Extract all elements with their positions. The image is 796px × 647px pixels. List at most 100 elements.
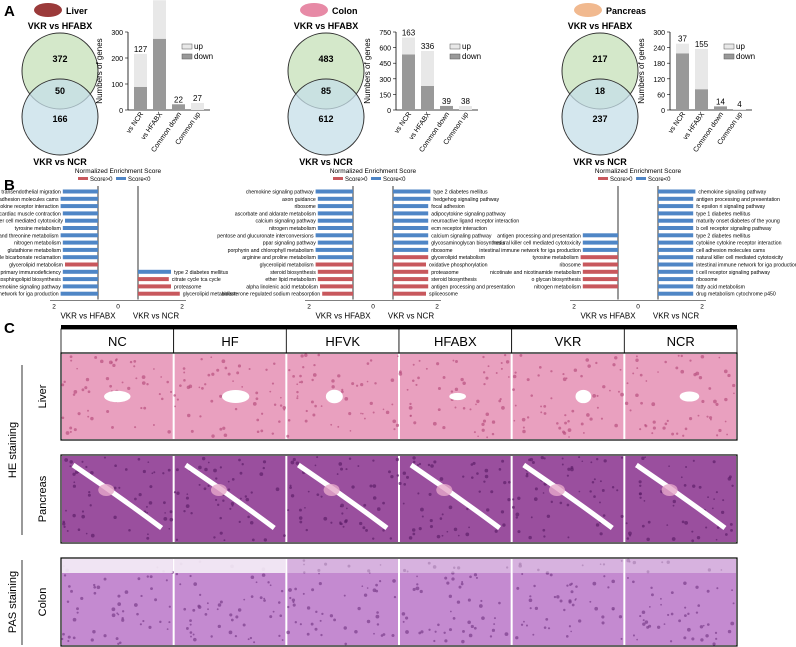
venn-label-top: VKR vs HFABX bbox=[28, 21, 93, 31]
nucleus bbox=[169, 517, 174, 522]
nucleus bbox=[695, 611, 699, 614]
nucleus bbox=[485, 376, 489, 380]
nes-pathway-left: cardiac muscle contraction bbox=[0, 211, 61, 217]
nucleus bbox=[105, 376, 110, 381]
nucleus bbox=[453, 527, 458, 532]
nucleus bbox=[675, 366, 679, 370]
nucleus bbox=[498, 601, 501, 605]
nucleus bbox=[706, 589, 710, 593]
nucleus bbox=[210, 635, 213, 638]
nucleus bbox=[620, 456, 624, 459]
nucleus bbox=[223, 539, 226, 542]
nucleus bbox=[360, 383, 364, 387]
nucleus bbox=[408, 405, 413, 410]
nucleus bbox=[294, 621, 297, 624]
nucleus bbox=[158, 393, 161, 396]
nucleus bbox=[286, 434, 290, 438]
nucleus bbox=[569, 583, 572, 586]
nucleus bbox=[715, 402, 719, 407]
nucleus bbox=[411, 528, 416, 532]
nes-tick-label: 0 bbox=[371, 304, 375, 311]
nucleus bbox=[168, 621, 171, 624]
nucleus bbox=[372, 484, 377, 488]
nucleus bbox=[333, 618, 337, 622]
nucleus bbox=[711, 507, 714, 510]
nucleus bbox=[472, 461, 476, 465]
nucleus bbox=[680, 354, 683, 358]
nucleus bbox=[564, 414, 567, 417]
nucleus bbox=[675, 432, 679, 435]
nucleus bbox=[619, 368, 622, 371]
nucleus bbox=[503, 480, 507, 485]
bar-up-label: 336 bbox=[421, 42, 435, 51]
histology-row-colon: Colon bbox=[37, 557, 738, 647]
column-header-nc: NC bbox=[108, 334, 127, 349]
nucleus bbox=[124, 468, 128, 471]
nucleus bbox=[306, 632, 310, 636]
nucleus bbox=[501, 459, 505, 463]
nucleus bbox=[567, 428, 572, 432]
nucleus bbox=[338, 462, 343, 466]
nucleus bbox=[239, 497, 242, 500]
nucleus bbox=[146, 536, 150, 540]
nes-bar-right bbox=[658, 255, 694, 260]
nes-pathway-left: ribosome bbox=[559, 263, 580, 269]
nucleus bbox=[201, 456, 206, 461]
nucleus bbox=[402, 502, 405, 505]
histology-top-rule bbox=[61, 325, 737, 329]
nucleus bbox=[94, 355, 98, 359]
nes-pathway-right: type 2 diabetes mellitus bbox=[696, 233, 751, 239]
nucleus bbox=[199, 593, 202, 597]
nucleus bbox=[72, 513, 76, 518]
nucleus bbox=[641, 456, 645, 461]
nucleus bbox=[140, 406, 143, 410]
nucleus bbox=[705, 634, 709, 638]
nucleus bbox=[691, 530, 694, 533]
y-tick-label: 0 bbox=[119, 108, 123, 115]
nucleus bbox=[217, 624, 221, 629]
nucleus bbox=[620, 559, 623, 562]
nucleus bbox=[375, 583, 378, 587]
nes-tick-label: 2 bbox=[180, 304, 184, 311]
legend-swatch-positive bbox=[78, 177, 88, 180]
nucleus bbox=[339, 521, 342, 524]
nucleus bbox=[656, 625, 661, 629]
nes-bar-right bbox=[658, 284, 694, 289]
nucleus bbox=[103, 456, 106, 459]
nucleus bbox=[632, 560, 637, 565]
nucleus bbox=[72, 472, 76, 476]
y-tick-label: 100 bbox=[111, 82, 123, 89]
nucleus bbox=[369, 401, 373, 406]
nucleus bbox=[542, 492, 545, 494]
nucleus bbox=[433, 460, 437, 464]
nucleus bbox=[133, 360, 137, 363]
nucleus bbox=[716, 526, 720, 529]
nucleus bbox=[698, 485, 702, 489]
nucleus bbox=[614, 356, 618, 360]
nes-pathway-left: arginine and proline metabolism bbox=[242, 255, 316, 261]
nes-pathway-left: ppar signaling pathway bbox=[263, 241, 316, 247]
nucleus bbox=[146, 575, 149, 578]
y-tick-label: 200 bbox=[111, 56, 123, 63]
nucleus bbox=[667, 613, 670, 617]
nucleus bbox=[169, 510, 173, 514]
nucleus bbox=[491, 628, 496, 632]
nucleus bbox=[234, 635, 238, 638]
nucleus bbox=[485, 412, 490, 416]
nucleus bbox=[473, 573, 478, 577]
nes-pathway-right: adipocytokine signaling pathway bbox=[431, 211, 506, 217]
nucleus bbox=[319, 619, 322, 622]
histology-image bbox=[61, 354, 173, 439]
nucleus bbox=[471, 476, 474, 479]
nucleus bbox=[562, 430, 566, 434]
nes-bar-left bbox=[62, 247, 98, 252]
nucleus bbox=[701, 399, 705, 404]
nucleus bbox=[119, 641, 122, 645]
nucleus bbox=[664, 360, 667, 364]
nucleus bbox=[420, 630, 424, 634]
nucleus bbox=[568, 625, 572, 628]
nucleus bbox=[499, 398, 502, 401]
nes-bar-right bbox=[393, 189, 431, 194]
nes-pathway-left: ribosome bbox=[294, 204, 315, 210]
nucleus bbox=[546, 514, 551, 518]
